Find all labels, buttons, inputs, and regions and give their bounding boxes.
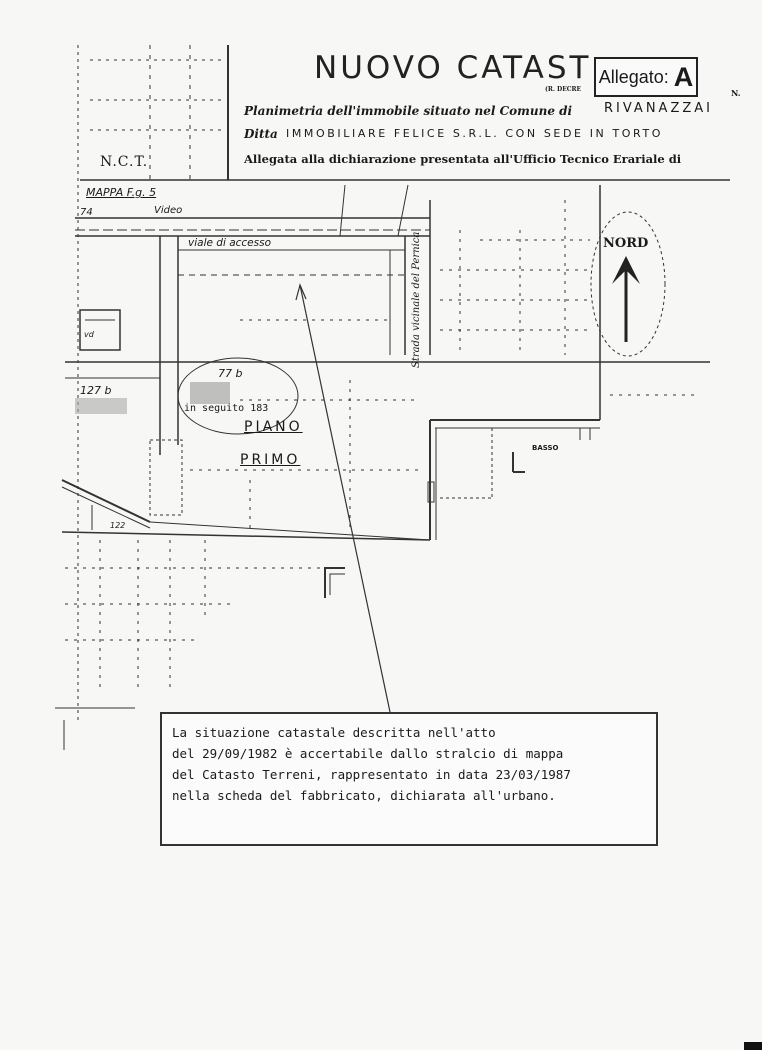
note-line-3: del Catasto Terreni, rappresentato in da… [172, 767, 571, 782]
viale-label: viale di accesso [188, 237, 272, 249]
note-line-1: La situazione catastale descritta nell'a… [172, 725, 496, 740]
video-label: Video [154, 205, 183, 216]
parcel-122-label: 122 [110, 521, 126, 530]
basso-label: BASSO [532, 444, 559, 452]
ditta-value: IMMOBILIARE FELICE S.R.L. CON SEDE IN TO… [286, 127, 664, 140]
piano-label: PIANO [244, 419, 303, 435]
in-seguito-label: in seguito 183 [184, 403, 269, 414]
allegato-letter: A [673, 61, 694, 92]
comune-value: RIVANAZZAI [604, 101, 713, 116]
allegato-box: Allegato: A [594, 57, 698, 97]
allegato-label: Allegato: [598, 66, 669, 87]
document-title: NUOVO CATAST [314, 50, 592, 86]
allegata-label: Allegata alla dichiarazione presentata a… [244, 152, 682, 166]
planimetria-label: Planimetria dell'immobile situato nel Co… [244, 104, 573, 118]
parcel-77b-label: 77 b [218, 367, 243, 380]
primo-label: PRIMO [240, 452, 301, 468]
title-decree-note: (R. DECRE [545, 86, 582, 93]
note-line-2: del 29/09/1982 è accertabile dallo stral… [172, 746, 564, 761]
parcel-127b-label: 127 b [80, 384, 112, 397]
ditta-label: Ditta [244, 127, 278, 141]
building-label: vd [84, 330, 94, 339]
mappa-label: MAPPA F.g. 5 [86, 186, 157, 199]
strada-label: Strada vicinale del Pernica [411, 231, 422, 368]
cadastral-note-box: La situazione catastale descritta nell'a… [160, 712, 658, 846]
nord-label: NORD [603, 236, 649, 251]
nct-label: N.C.T. [100, 154, 149, 170]
title-number-label: N. [731, 88, 741, 98]
note-line-4: nella scheda del fabbricato, dichiarata … [172, 788, 556, 803]
parcel-74-label: 74 [80, 207, 93, 218]
